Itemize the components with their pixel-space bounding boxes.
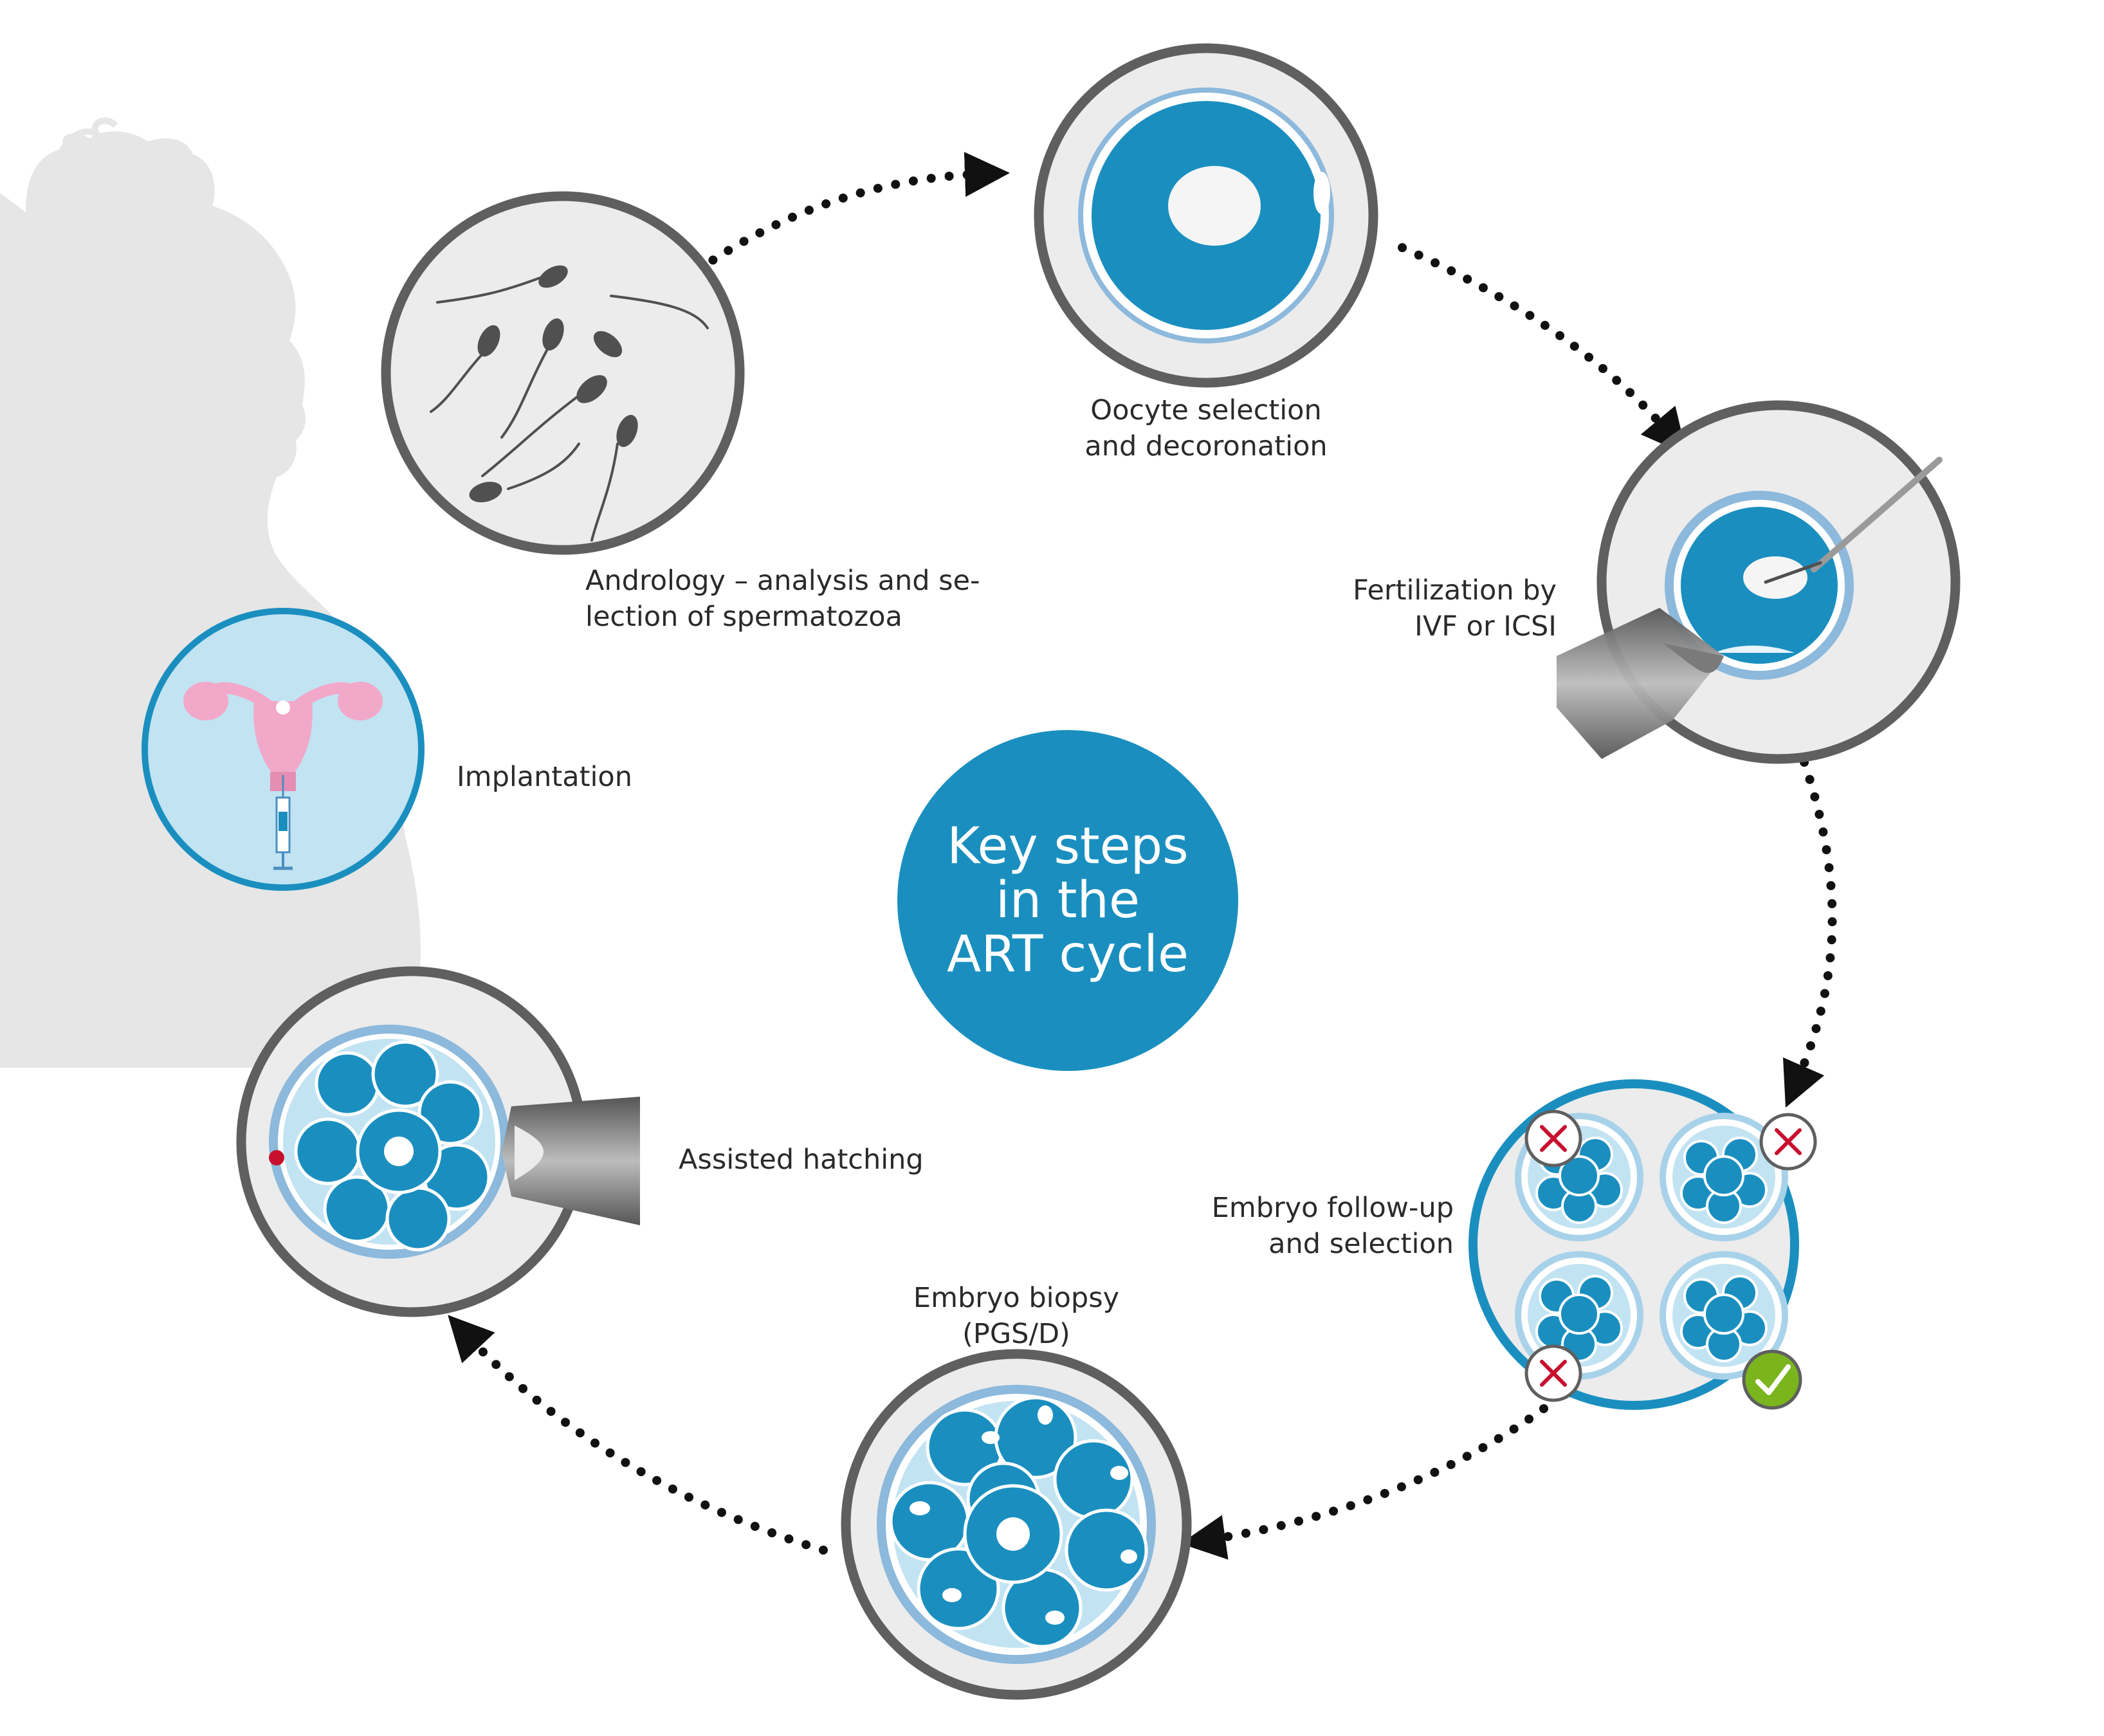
arrow-oocyte-to-fertilization [1398, 243, 1687, 455]
reject-icon [1524, 1110, 1582, 1167]
andrology-label-line: lection of spermatozoa [585, 601, 902, 633]
accept-check-icon [1742, 1349, 1802, 1410]
center-title-line: in the [996, 872, 1140, 929]
andrology-dish [381, 191, 745, 555]
andrology-label-line: Andrology – analysis and se- [585, 565, 980, 597]
oocyte-dish [1034, 43, 1378, 388]
arrow-fertilization-to-selection [1782, 758, 1837, 1108]
hatching-label: Assisted hatching [679, 1142, 924, 1178]
syringe-icon [273, 775, 293, 870]
fertilization-label-line: IVF or ICSI [1414, 610, 1557, 643]
embryo-cluster-bottom-right [1660, 1251, 1788, 1380]
biopsy-label-line: Embryo biopsy [913, 1282, 1120, 1314]
embryo-selection-label: Embryo follow-up and selection [1171, 1190, 1454, 1262]
embryo-cluster-top-right [1660, 1113, 1788, 1241]
reject-icon [1759, 1113, 1817, 1171]
embryo-selection-label-line: Embryo follow-up [1211, 1192, 1454, 1224]
embryo-selection-label-line: and selection [1268, 1228, 1454, 1260]
reject-icon [1524, 1344, 1582, 1402]
biopsy-label-line: (PGS/D) [962, 1318, 1070, 1350]
center-disc [897, 730, 1238, 1071]
center-title-line: Key steps [947, 818, 1189, 875]
biopsy-label: Embryo biopsy (PGS/D) [881, 1280, 1151, 1352]
woman-silhouette [0, 117, 421, 1068]
oocyte-label-line: Oocyte selection [1090, 394, 1322, 426]
fertilization-dish [1557, 400, 1961, 764]
implantation-label-line: Implantation [457, 761, 632, 793]
assisted-hatching-dish [236, 966, 640, 1317]
arrow-biopsy-to-hatching [448, 1315, 828, 1555]
hatching-label-line: Assisted hatching [679, 1144, 924, 1176]
fertilization-label-line: Fertilization by [1353, 574, 1557, 607]
cycle-arrows [448, 152, 1837, 1560]
arrow-andrology-to-oocyte [693, 152, 1010, 275]
arrow-selection-to-biopsy [1180, 1404, 1548, 1560]
embryo-biopsy-dish [841, 1349, 1192, 1700]
uterus-icon [183, 682, 383, 791]
implantation-label: Implantation [457, 759, 632, 795]
implantation-circle [142, 608, 425, 891]
oocyte-label-line: and decoronation [1084, 430, 1328, 462]
center-title-line: ART cycle [947, 926, 1189, 983]
fertilization-label: Fertilization by IVF or ICSI [1312, 572, 1557, 644]
andrology-label: Andrology – analysis and se- lection of … [585, 563, 980, 635]
oocyte-label: Oocyte selection and decoronation [1065, 392, 1348, 464]
center-title: Key steps in the ART cycle [897, 730, 1238, 1071]
embryo-selection-dish [1468, 1079, 1817, 1410]
